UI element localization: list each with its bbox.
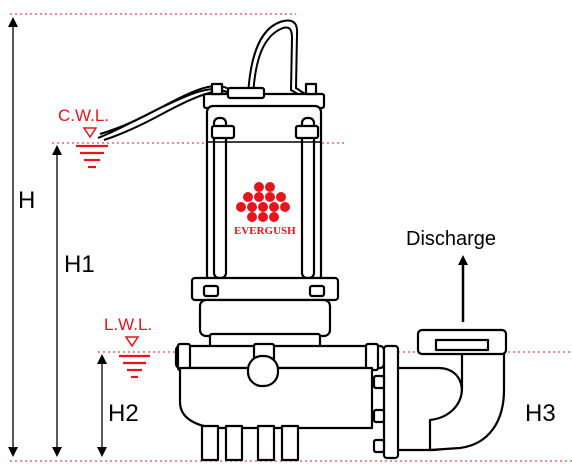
lwl-label: L.W.L.	[104, 315, 152, 334]
discharge-label: Discharge	[406, 228, 496, 250]
h2-label: H2	[108, 400, 139, 427]
h-label: H	[18, 187, 35, 214]
pump-feet	[200, 424, 300, 462]
red-dot-cluster-logo	[236, 182, 290, 222]
top-bracket	[202, 82, 326, 110]
cwl-level-marker	[76, 127, 108, 169]
volute-casing	[174, 342, 386, 430]
motor-housing	[205, 104, 323, 284]
cwl-label: C.W.L.	[58, 106, 109, 125]
h3-label: H3	[525, 400, 556, 427]
pump-lower-body	[198, 298, 332, 350]
h1-label: H1	[64, 251, 95, 278]
lwl-triangle-icon	[124, 336, 140, 348]
lwl-level-marker	[119, 336, 150, 379]
cwl-triangle-icon	[82, 127, 98, 139]
brand-label: EVERGUSH	[234, 225, 296, 237]
discharge-elbow	[372, 328, 508, 460]
mid-flange	[190, 276, 340, 302]
